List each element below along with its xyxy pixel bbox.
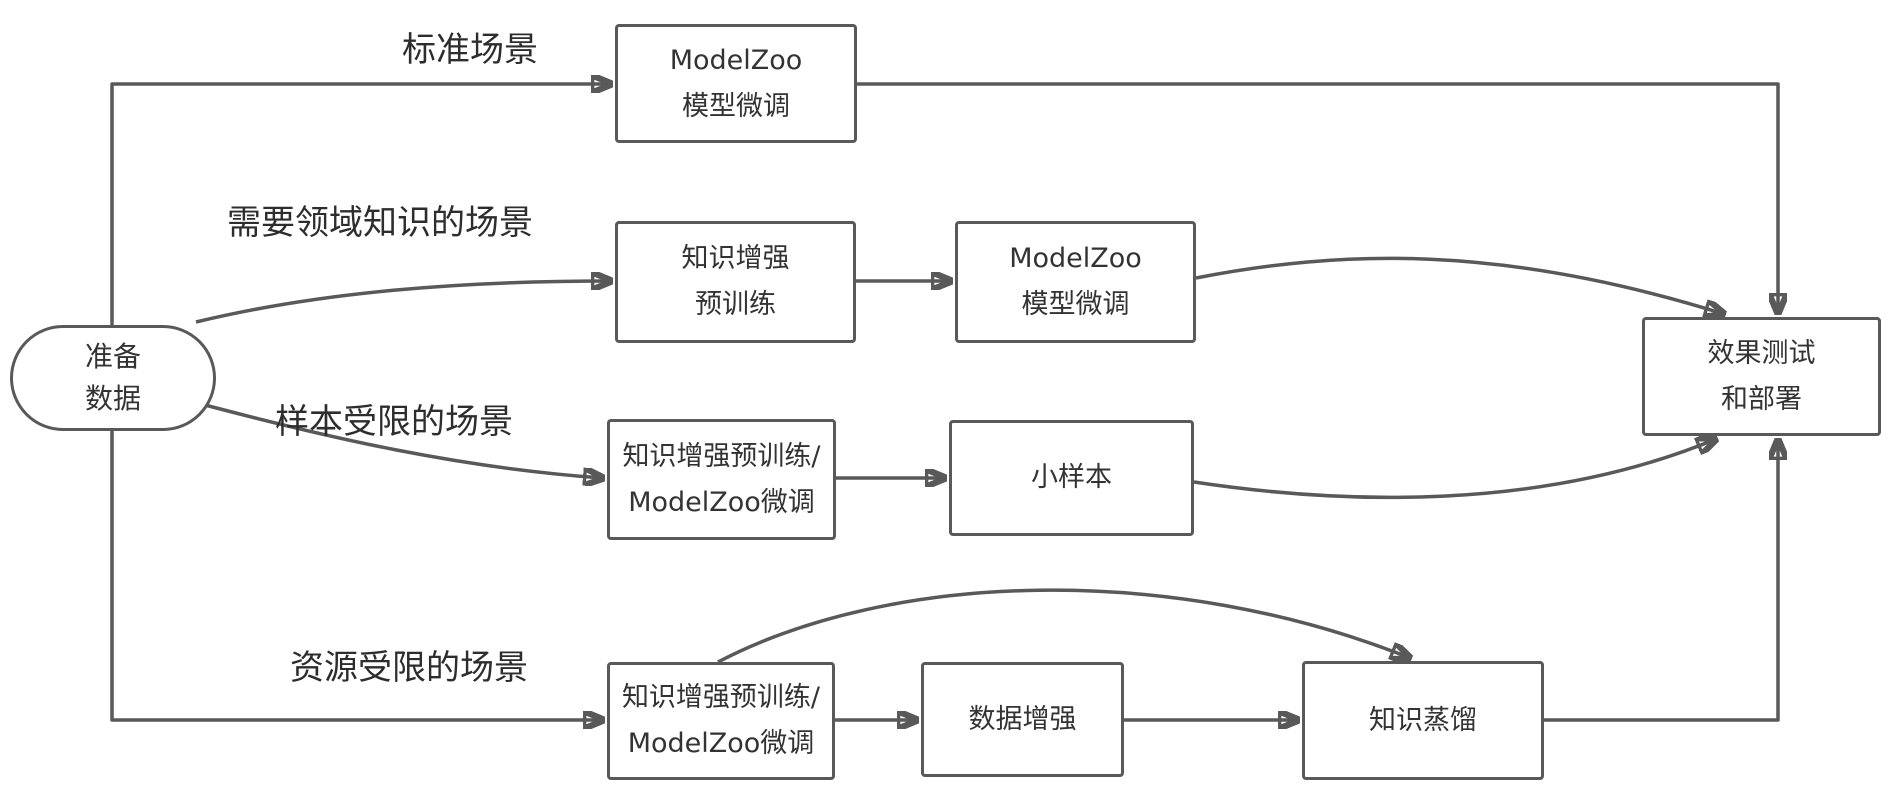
- node-text-line: 小样本: [1031, 462, 1112, 494]
- edge-standard-finetune-to-evaluate: [857, 82, 1778, 313]
- edge-prepare-to-resource-pretrain: [110, 431, 603, 720]
- node-knowledge-distillation: 知识蒸馏: [1302, 661, 1544, 780]
- node-text-line: 效果测试: [1707, 337, 1816, 369]
- edge-domain-finetune-to-evaluate: [1195, 256, 1724, 314]
- node-text-line: 知识蒸馏: [1369, 704, 1477, 736]
- label-standard-scenario: 标准场景: [402, 30, 538, 70]
- node-sample-pretrain: 知识增强预训练/ ModelZoo微调: [607, 419, 836, 540]
- node-prepare-data: 准备 数据: [10, 325, 216, 431]
- node-text-line: 模型微调: [682, 90, 790, 122]
- edge-resource-pretrain-bypass-to-knowledge-distillation: [717, 588, 1410, 664]
- node-text-line: 准备: [84, 340, 141, 373]
- node-text-line: ModelZoo微调: [628, 486, 815, 518]
- node-text-line: ModelZoo微调: [627, 728, 815, 759]
- node-standard-finetune: ModelZoo 模型微调: [615, 24, 857, 143]
- edge-prepare-to-standard-finetune: [110, 84, 611, 325]
- label-domain-knowledge-scenario: 需要领域知识的场景: [227, 203, 533, 243]
- node-domain-finetune: ModelZoo 模型微调: [955, 221, 1196, 343]
- node-text-line: 知识增强: [681, 243, 790, 275]
- node-text-line: 数据: [84, 382, 141, 415]
- edge-few-shot-to-evaluate: [1193, 439, 1716, 500]
- node-text-line: 知识增强预训练/: [621, 682, 821, 714]
- node-evaluate-deploy: 效果测试 和部署: [1642, 317, 1881, 436]
- node-text-line: 和部署: [1721, 383, 1802, 415]
- label-resource-limited-scenario: 资源受限的场景: [290, 648, 528, 688]
- node-text-line: 预训练: [695, 289, 776, 320]
- node-text-line: 知识增强预训练/: [622, 440, 821, 472]
- node-few-shot: 小样本: [949, 420, 1194, 536]
- node-text-line: ModelZoo: [669, 44, 803, 76]
- edge-prepare-to-knowledge-pretrain: [195, 281, 611, 324]
- edge-knowledge-distillation-to-evaluate: [1544, 440, 1778, 722]
- label-sample-limited-scenario: 样本受限的场景: [275, 402, 513, 442]
- node-knowledge-pretrain: 知识增强 预训练: [615, 221, 856, 343]
- node-text-line: ModelZoo: [1009, 243, 1142, 275]
- node-text-line: 数据增强: [968, 703, 1077, 735]
- edge-prepare-to-sample-pretrain: [204, 403, 603, 478]
- node-resource-pretrain: 知识增强预训练/ ModelZoo微调: [607, 662, 835, 780]
- node-data-augmentation: 数据增强: [921, 662, 1124, 777]
- node-text-line: 模型微调: [1021, 289, 1130, 320]
